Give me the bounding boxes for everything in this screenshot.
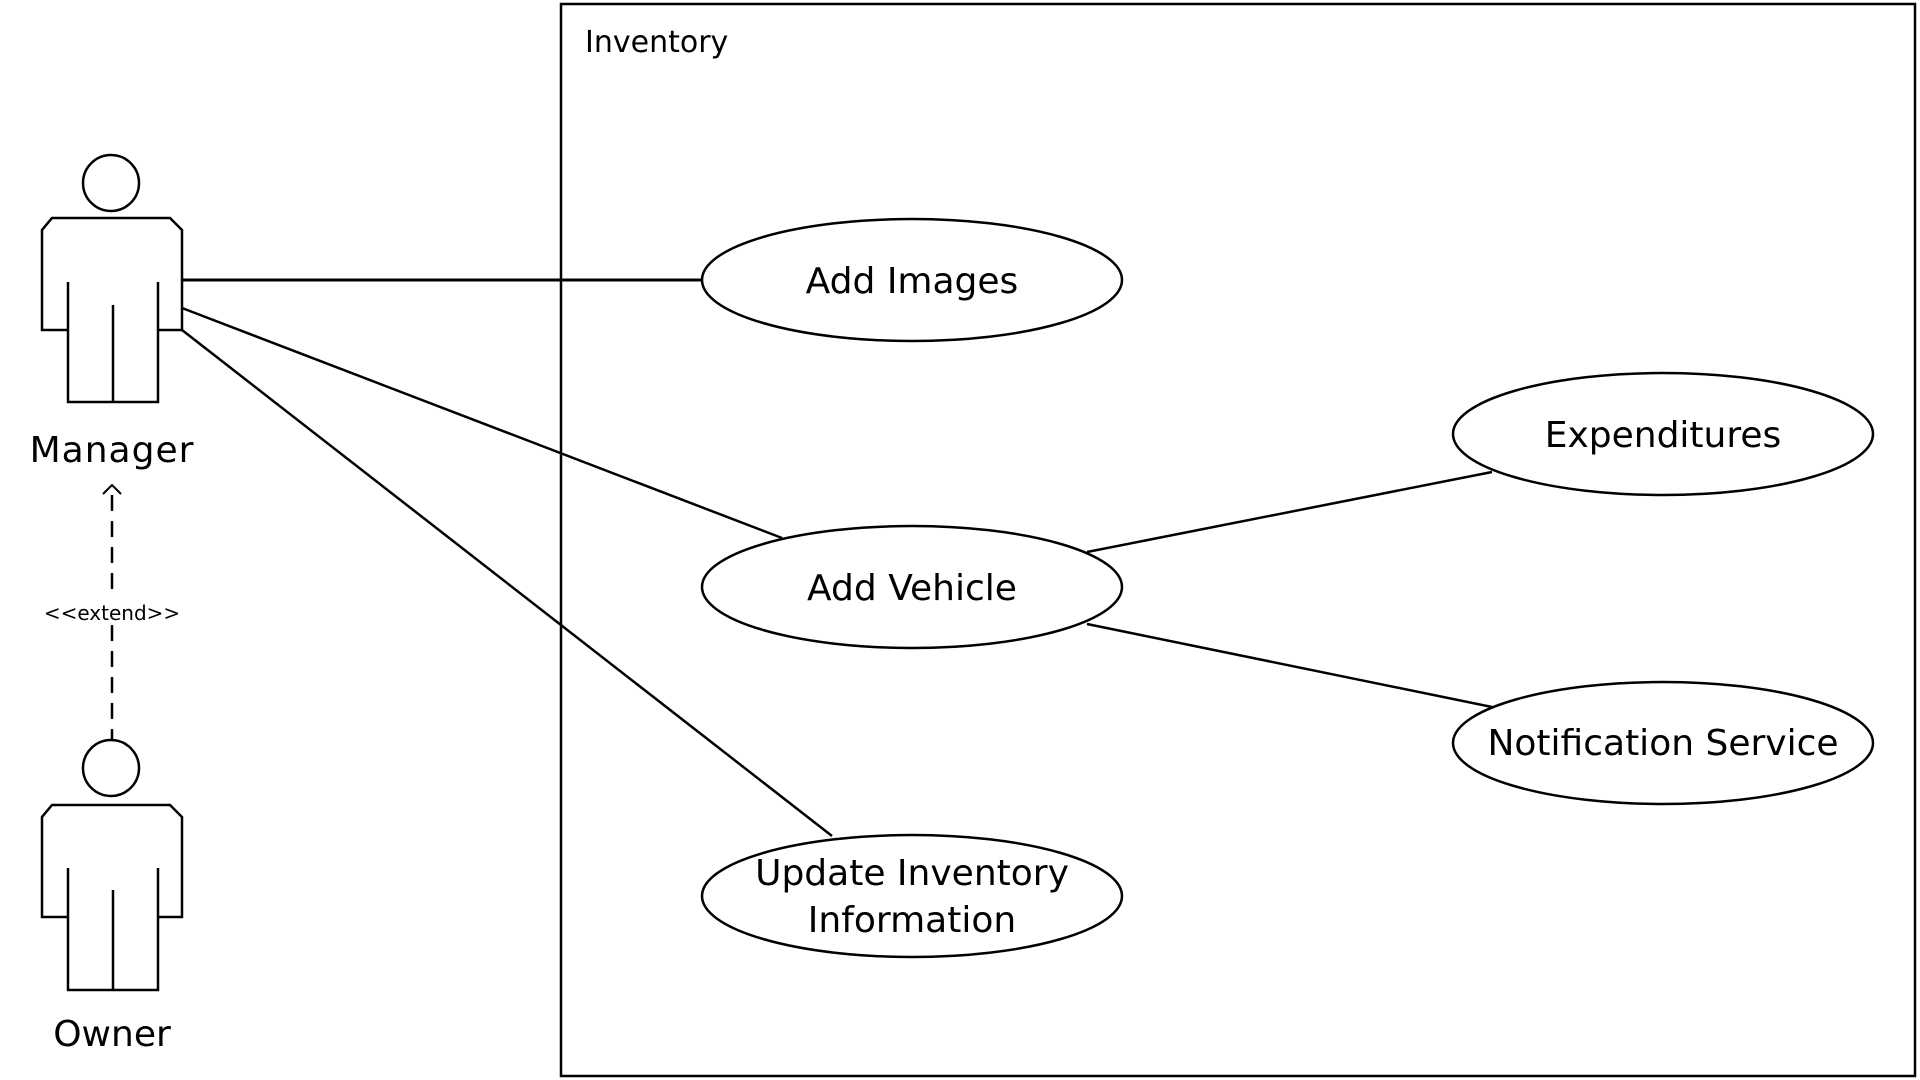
actor-manager: Manager <box>30 153 195 471</box>
extend-arrowhead <box>102 483 122 495</box>
use-case-add-vehicle: Add Vehicle <box>700 524 1124 650</box>
use-case-notification-service: Notification Service <box>1451 680 1875 806</box>
use-case-add-images-label: Add Images <box>806 261 1019 302</box>
use-case-update-inventory: Update Inventory Information <box>700 833 1124 959</box>
actor-owner-head <box>81 738 141 798</box>
association-add-vehicle-notification-service <box>1086 622 1493 709</box>
actor-manager-head <box>81 153 141 213</box>
actor-owner: Owner <box>40 738 184 1055</box>
use-case-notification-service-ellipse <box>1451 680 1875 806</box>
use-case-add-images-ellipse <box>700 217 1124 343</box>
use-case-update-inventory-ellipse <box>700 833 1124 959</box>
use-case-add-vehicle-label: Add Vehicle <box>807 568 1017 609</box>
system-boundary-label: Inventory <box>585 25 728 60</box>
association-add-vehicle-expenditures <box>1086 470 1493 554</box>
use-case-notification-service-label: Notification Service <box>1487 723 1838 764</box>
association-manager-update-inventory <box>181 329 833 837</box>
system-boundary-rect <box>559 2 1917 1078</box>
use-case-expenditures-label: Expenditures <box>1545 415 1782 456</box>
extend-label-background <box>38 597 188 625</box>
actor-owner-label: Owner <box>53 1014 171 1055</box>
association-manager-add-vehicle <box>181 306 783 540</box>
use-case-add-vehicle-ellipse <box>700 524 1124 650</box>
relationships: <<extend>> <box>38 278 1493 837</box>
actor-manager-label: Manager <box>30 430 195 471</box>
extend-label: <<extend>> <box>44 601 180 625</box>
use-case-update-inventory-label-line2: Information <box>808 900 1016 941</box>
use-case-add-images: Add Images <box>700 217 1124 343</box>
use-case-update-inventory-label-line1: Update Inventory <box>755 853 1069 894</box>
use-case-expenditures: Expenditures <box>1451 371 1875 497</box>
system-boundary-inventory: Inventory <box>559 2 1917 1078</box>
use-case-expenditures-ellipse <box>1451 371 1875 497</box>
